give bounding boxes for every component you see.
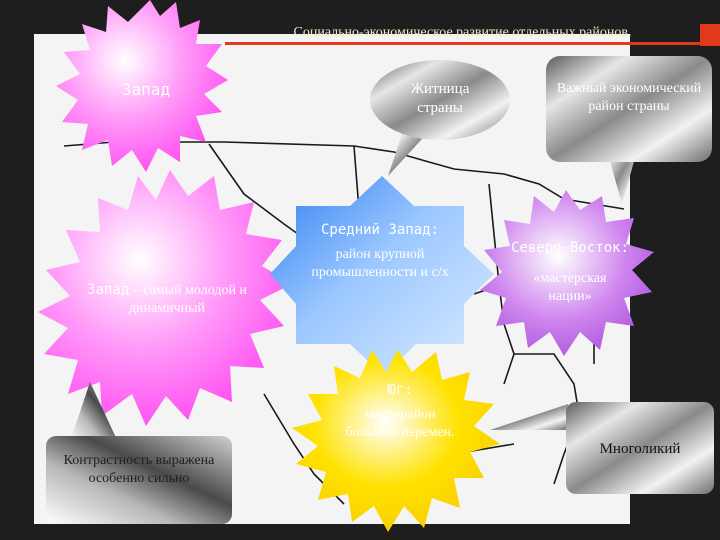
south-text: макрорайон больших перемен.: [345, 407, 455, 440]
breadbasket-callout-tail: [388, 128, 432, 176]
northeast-starburst: [480, 190, 654, 356]
northeast-term: Северо-Восток:: [510, 240, 629, 256]
starburst-west-big: [38, 170, 292, 426]
multifaceted-callout-tail: [490, 404, 568, 430]
breadbasket-oval: [370, 60, 510, 140]
contrast-callout-pointer: [70, 382, 118, 442]
important-box: [546, 56, 712, 162]
west-label: Запад: [121, 80, 171, 99]
west-big-label: Запад – самый молодой и динамичный: [52, 282, 282, 317]
midwest-text: район крупной промышленности и с/х: [311, 247, 449, 280]
important-text: Важный экономический район страны: [556, 81, 702, 114]
contrast-text: Контрастность выражена особенно сильно: [63, 453, 215, 486]
northeast-text: «мастерская нации»: [533, 271, 607, 304]
midwest-star: [270, 176, 494, 376]
slide-title: Социально-экономическое развитие отдельн…: [293, 25, 632, 40]
title-accent: [700, 24, 720, 46]
breadbasket-text: Житница страны: [410, 81, 470, 116]
title-underline: [225, 42, 700, 45]
west-big-text: – самый молодой и динамичный: [128, 283, 247, 316]
starburst-west-small: [56, 0, 228, 172]
multifaceted-box: [566, 402, 714, 494]
west-big-term: Запад: [87, 282, 130, 298]
multifaceted-text: Многоликий: [599, 441, 681, 457]
south-term: Юг:: [387, 382, 413, 398]
contrast-box: [46, 436, 232, 524]
midwest-term: Средний Запад:: [320, 222, 439, 238]
south-starburst: [292, 350, 500, 532]
